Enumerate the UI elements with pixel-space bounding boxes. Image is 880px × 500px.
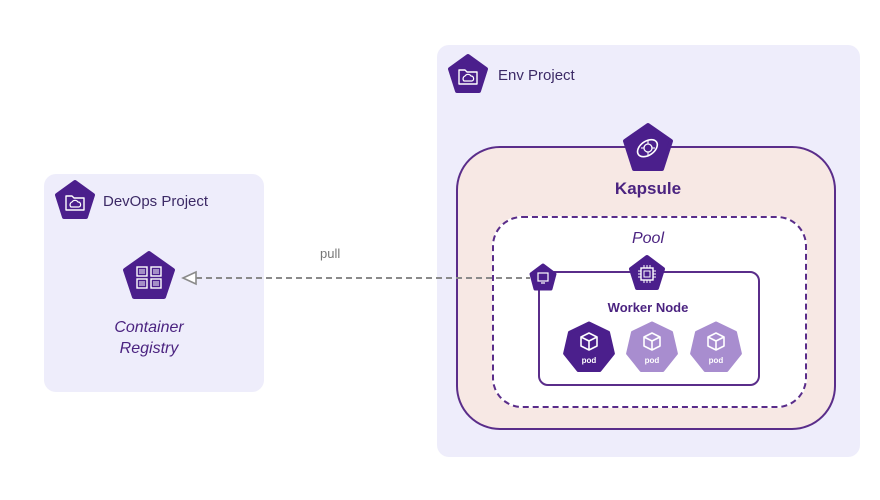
cube-icon <box>707 332 725 351</box>
env-project-label: Env Project <box>498 67 575 84</box>
devops-project-icon <box>55 180 95 219</box>
pods: pod pod pod <box>563 321 742 372</box>
container-registry-label: Container Registry <box>99 317 199 359</box>
container-registry-label-line2: Registry <box>119 340 179 357</box>
pod-label: pod <box>645 356 660 365</box>
pod-label: pod <box>709 356 724 365</box>
worker-node-label: Worker Node <box>607 300 689 315</box>
container-registry-icon <box>123 251 175 299</box>
pull-connector <box>181 270 530 286</box>
kapsule-kubernetes-icon <box>623 123 673 171</box>
node-instance-port-icon <box>529 263 557 291</box>
pod-1: pod <box>563 321 615 372</box>
worker-node-cpu-icon <box>629 255 665 290</box>
pod-3: pod <box>690 321 742 372</box>
pod-label: pod <box>582 356 597 365</box>
cube-icon <box>643 332 661 351</box>
devops-project-label: DevOps Project <box>103 193 209 210</box>
cube-icon <box>580 332 598 351</box>
pod-2: pod <box>626 321 678 372</box>
pull-connector-label: pull <box>320 246 341 261</box>
pool-label: Pool <box>631 230 665 247</box>
env-project-icon <box>448 54 488 93</box>
kapsule-label: Kapsule <box>614 179 682 198</box>
container-registry-label-line1: Container <box>114 319 184 336</box>
